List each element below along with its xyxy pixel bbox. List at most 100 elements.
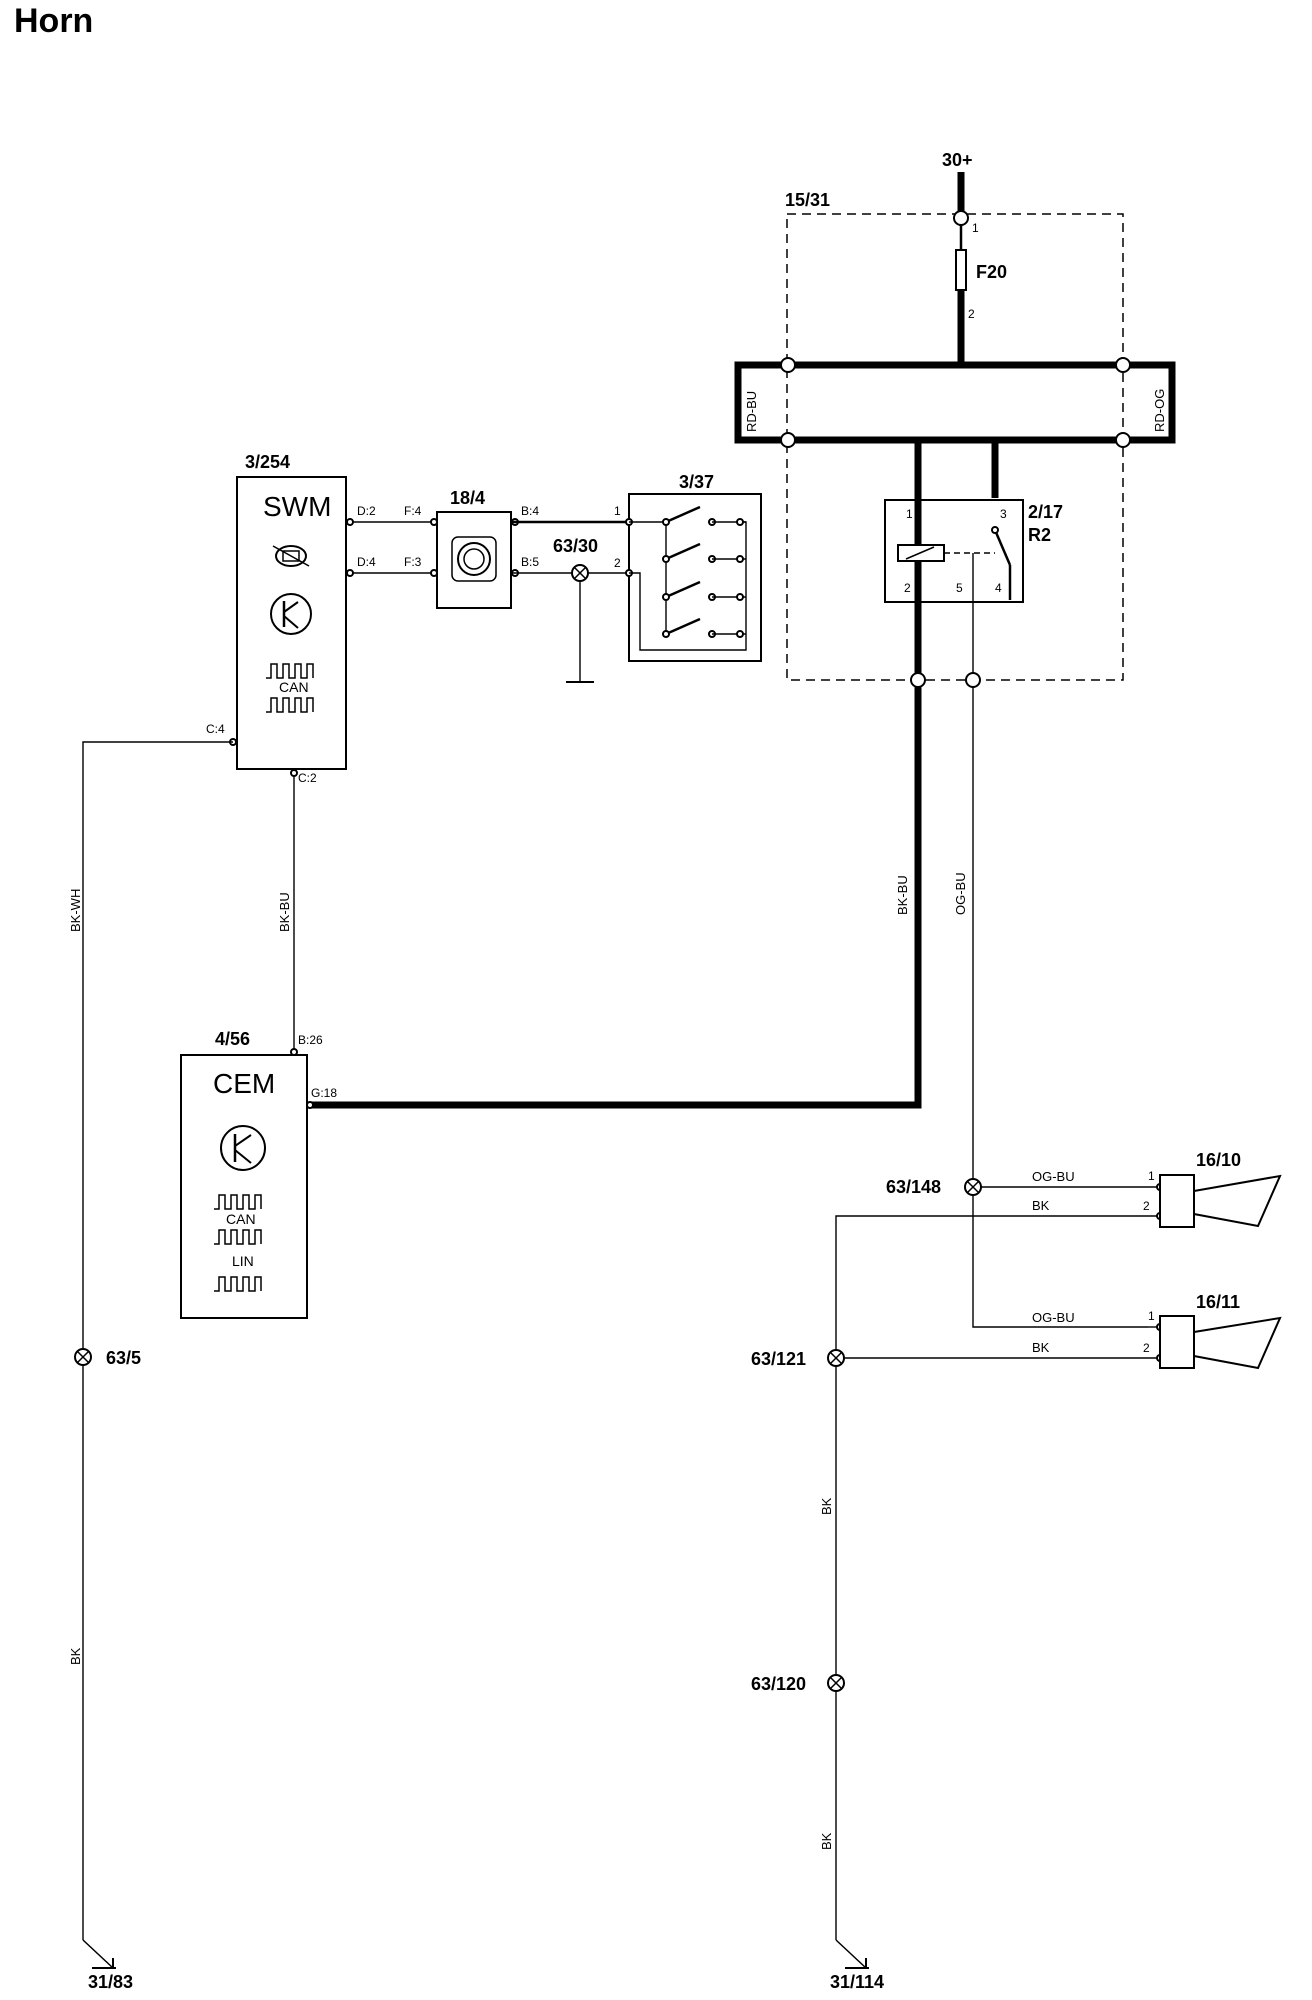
- splice-63-5-label: 63/5: [106, 1348, 141, 1368]
- splice-63-121-x2: [829, 1351, 843, 1365]
- horn-16-11-connector: [1159, 1315, 1195, 1369]
- cem-lin-label: LIN: [232, 1253, 254, 1269]
- cem-transistor-collector: [234, 1134, 252, 1147]
- wire-label-bk-right-2: BK: [819, 1832, 834, 1850]
- clock-spring-icon-inner: [463, 548, 485, 570]
- wire-label-og-bu-relay: OG-BU: [953, 872, 968, 915]
- supply-label: 30+: [942, 150, 973, 170]
- cem-can-wave-bottom: [214, 1229, 262, 1245]
- wire-label-bk-h1: BK: [1032, 1198, 1050, 1213]
- swm-can-wave-top: [266, 663, 314, 679]
- cem-pin-g18: G:18: [311, 1086, 337, 1100]
- clock-spring-frame: [451, 536, 497, 582]
- cem-name: CEM: [213, 1068, 275, 1099]
- fuse-label: F20: [976, 262, 1007, 282]
- horn-switch-node-r3: [736, 593, 744, 601]
- node-rdog-top: [1115, 357, 1131, 373]
- cem-transistor-emitter: [234, 1149, 252, 1164]
- splice-63-5-x2: [76, 1350, 90, 1364]
- swm-can-label: CAN: [279, 679, 309, 695]
- wire-label-og-bu-h2: OG-BU: [1032, 1310, 1075, 1325]
- swm-name: SWM: [263, 491, 331, 522]
- cem-pin-b26: B:26: [298, 1033, 323, 1047]
- fuse-box-id: 15/31: [785, 190, 830, 210]
- horn-switch-node-r2: [736, 555, 744, 563]
- horn-switch-node-r1: [736, 518, 744, 526]
- horn1-pin-1: 1: [1148, 1169, 1155, 1183]
- supply-pin-node: [953, 210, 969, 226]
- wire-label-rd-og: RD-OG: [1152, 389, 1167, 432]
- clock-pin-b4: B:4: [521, 504, 539, 518]
- wire-label-bk-bu-swm: BK-BU: [277, 892, 292, 932]
- fuse-f20-symbol: [955, 249, 967, 291]
- swm-pin-c4: C:4: [206, 722, 225, 736]
- fuse-pin-1: 1: [972, 221, 979, 235]
- horn-16-11: [1193, 1316, 1282, 1370]
- relay-contact-arm: [993, 529, 1012, 566]
- horn-contact-node-4a: [662, 630, 670, 638]
- horn2-pin-1: 1: [1148, 1309, 1155, 1323]
- relay-contact-pivot: [991, 526, 999, 534]
- node-relay-bkbu: [910, 672, 926, 688]
- clock-spring-id: 18/4: [450, 488, 485, 508]
- distribution-loop: [734, 361, 1176, 444]
- horn-16-10-connector: [1159, 1174, 1195, 1228]
- horn-contact-3: [665, 580, 701, 599]
- splice-63-120-x2: [829, 1676, 843, 1690]
- relay-coil-mark: [905, 546, 935, 560]
- horn-contact-node-3a: [662, 593, 670, 601]
- swm-pin-d4: D:4: [357, 555, 376, 569]
- swm-can-wave-bottom: [266, 697, 314, 713]
- wire-og-bu-relay-horn: [972, 687, 1148, 1328]
- horn1-pin-2: 2: [1143, 1199, 1150, 1213]
- clock-spring: [436, 511, 512, 609]
- wire-label-bk-h2: BK: [1032, 1340, 1050, 1355]
- ground-31-83-lead: [82, 1939, 114, 1969]
- horn-16-11-label: 16/11: [1196, 1292, 1240, 1312]
- relay-pin-2: 2: [904, 581, 911, 595]
- horn-contact-node-2a: [662, 555, 670, 563]
- horn-contact-2: [665, 542, 701, 561]
- swm-airbag-icon-inner: [282, 550, 300, 562]
- swm-airbag-icon-slash: [272, 545, 310, 567]
- splice-63-120-label: 63/120: [751, 1674, 806, 1694]
- swm-pin-c2: C:2: [298, 771, 317, 785]
- relay-pin-3: 3: [1000, 507, 1007, 521]
- node-rdbu-bottom: [780, 432, 796, 448]
- swm-transistor-icon: [270, 593, 312, 635]
- wire-bk-bu-relay-cem: [310, 687, 922, 1109]
- wire-label-bk-wh: BK-WH: [68, 889, 83, 932]
- splice-63-148-label: 63/148: [886, 1177, 941, 1197]
- splice-63-121-label: 63/121: [751, 1349, 806, 1369]
- wire-label-og-bu-h1: OG-BU: [1032, 1169, 1075, 1184]
- swm-airbag-icon: [275, 545, 307, 567]
- horn-contact-1: [665, 505, 701, 524]
- cem-lin-wave: [214, 1276, 262, 1292]
- swm-id: 3/254: [245, 452, 290, 472]
- splice-63-30-x2: [573, 566, 587, 580]
- swm-pin-d2-terminal: [346, 518, 354, 526]
- diagram-title: Horn: [14, 2, 93, 40]
- cem-pin-g18-terminal: [306, 1101, 314, 1109]
- cem-transistor-icon: [220, 1125, 266, 1171]
- relay-pin-1: 1: [906, 507, 913, 521]
- horn-contact-4: [665, 617, 701, 636]
- clock-pin-f4: F:4: [404, 504, 422, 518]
- wire-label-bk-bu-relay: BK-BU: [895, 875, 910, 915]
- ground-31-114-lead: [835, 1939, 867, 1969]
- wire-label-rd-bu: RD-BU: [744, 391, 759, 432]
- swm-transistor-collector: [283, 601, 299, 613]
- swm-pin-d4-terminal: [346, 569, 354, 577]
- swm-pin-c2-terminal: [290, 769, 298, 777]
- wire-label-bk-right-1: BK: [819, 1497, 834, 1515]
- cem-can-wave-top: [214, 1194, 262, 1210]
- wire-bk-horn1: [835, 1215, 1160, 1940]
- relay-name: R2: [1028, 525, 1051, 545]
- splice-63-148-x2: [966, 1180, 980, 1194]
- swm-pin-d2: D:2: [357, 504, 376, 518]
- horn-16-10: [1193, 1174, 1282, 1228]
- swm-transistor-emitter: [283, 615, 299, 629]
- horn-switch-id: 3/37: [679, 472, 714, 492]
- cem-module: [180, 1054, 308, 1319]
